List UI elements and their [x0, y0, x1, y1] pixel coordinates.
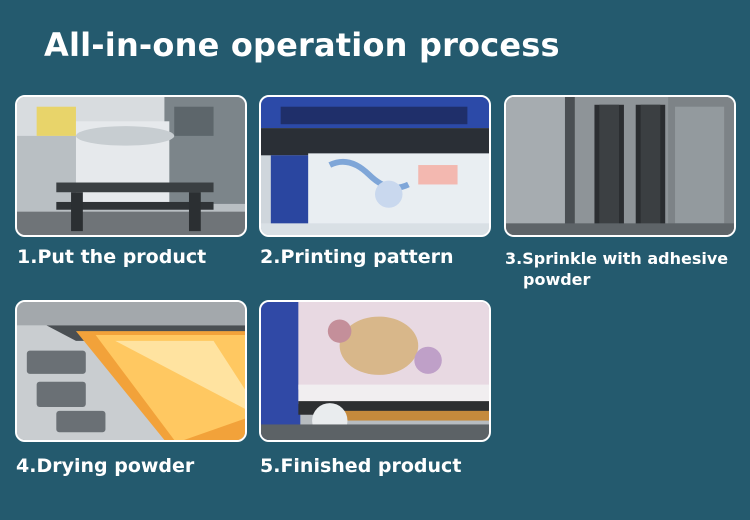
- step-1-caption: 1.Put the product: [17, 246, 207, 268]
- step-1-photo: [15, 95, 247, 237]
- step-4-photo: [15, 300, 247, 442]
- step-5-photo: [259, 300, 491, 442]
- step-2-photo: [259, 95, 491, 237]
- step-3-photo: [504, 95, 736, 237]
- step-4-caption: 4.Drying powder: [16, 455, 195, 477]
- step-3-caption-line1: 3.Sprinkle with adhesive: [505, 249, 729, 268]
- step-5-caption: 5.Finished product: [260, 455, 462, 477]
- page-title: All-in-one operation process: [44, 26, 560, 64]
- step-3-caption: 3.Sprinkle with adhesive powder: [505, 248, 728, 290]
- step-3-caption-line2: powder: [523, 270, 591, 289]
- step-2-caption: 2.Printing pattern: [260, 246, 454, 268]
